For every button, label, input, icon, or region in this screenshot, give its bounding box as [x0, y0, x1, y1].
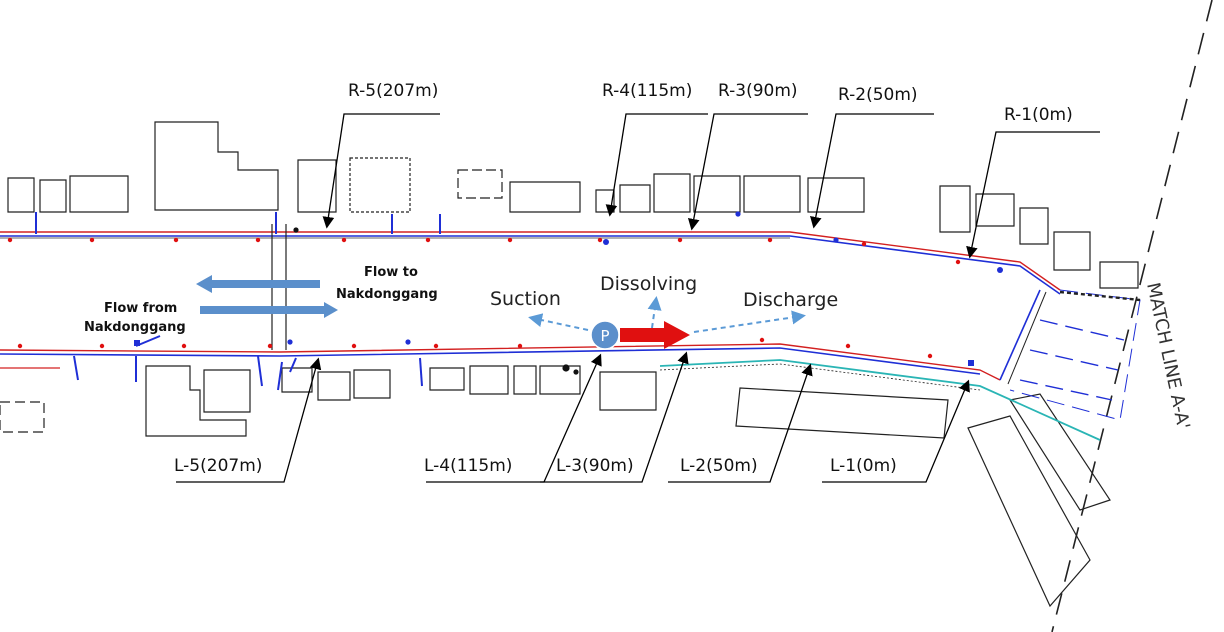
black-markers	[293, 227, 579, 375]
discharge-label: Discharge	[743, 289, 838, 311]
pump-symbol: P	[600, 327, 609, 345]
station-r5-label: R-5(207m)	[348, 81, 438, 101]
pump-system: P	[528, 296, 806, 350]
pipe-stubs	[35, 212, 441, 391]
flow-right-arrow	[200, 302, 338, 318]
dissolving-label: Dissolving	[600, 273, 697, 295]
flow-from-label-2: Nakdonggang	[84, 320, 186, 335]
station-r3-label: R-3(90m)	[718, 81, 798, 101]
flow-arrows	[196, 275, 338, 318]
intersection	[999, 289, 1141, 421]
buildings-south	[0, 365, 1111, 608]
flow-to-label-2: Nakdonggang	[336, 287, 438, 302]
station-r4-label: R-4(115m)	[602, 81, 692, 101]
station-l3-label: L-3(90m)	[556, 456, 634, 476]
station-l2-label: L-2(50m)	[680, 456, 758, 476]
match-line-label: MATCH LINE A-A'	[1142, 281, 1194, 431]
pump-circle	[590, 320, 620, 350]
road-south	[0, 343, 1101, 441]
station-r2-label: R-2(50m)	[838, 85, 918, 105]
buildings-north	[7, 121, 1139, 289]
station-l5-label: L-5(207m)	[174, 456, 262, 476]
flow-left-arrow	[196, 275, 320, 293]
suction-label: Suction	[490, 288, 561, 310]
station-r1-label: R-1(0m)	[1004, 105, 1073, 125]
road-north	[0, 231, 1061, 295]
station-l1-label: L-1(0m)	[830, 456, 897, 476]
flow-to-label-1: Flow to	[364, 265, 418, 280]
discharge-dashed-arrow	[693, 310, 806, 333]
flow-from-label-1: Flow from	[104, 301, 177, 316]
right-station-callouts: R-5(207m) R-4(115m) R-3(90m) R-2(50m) R-…	[322, 81, 1100, 259]
left-station-callouts: L-5(207m) L-4(115m) L-3(90m) L-2(50m) L-…	[174, 351, 970, 483]
discharge-red-arrow	[620, 321, 690, 349]
blue-markers	[134, 211, 1003, 366]
match-line	[1051, 0, 1213, 632]
station-l4-label: L-4(115m)	[424, 456, 512, 476]
suction-arrow	[528, 313, 589, 331]
red-markers	[7, 237, 961, 359]
dissolving-arrow	[647, 296, 662, 329]
